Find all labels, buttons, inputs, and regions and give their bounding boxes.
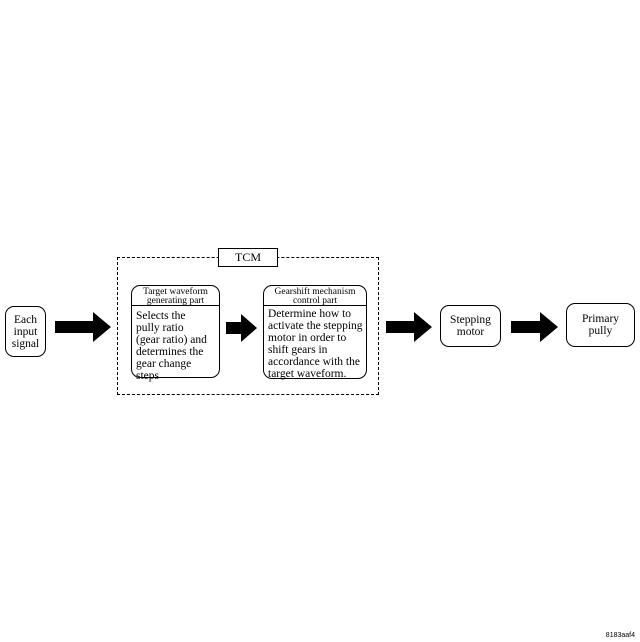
figure-code: 8183aaf4 <box>605 632 635 639</box>
input-signal-label: Each input signal <box>11 313 40 350</box>
tcm-label: TCM <box>218 248 278 267</box>
target-waveform-description: Selects the pully ratio (gear ratio) and… <box>136 310 207 382</box>
target-waveform-box: Target waveform generating part Selects … <box>131 285 220 382</box>
arrow-input-to-tcm <box>55 312 111 342</box>
arrow-tcm-to-stepping-motor <box>386 312 432 342</box>
arrow-waveform-to-gearshift <box>226 314 257 342</box>
gearshift-control-divider <box>264 305 366 306</box>
input-signal-box: Each input signal <box>5 306 46 357</box>
stepping-motor-label: Stepping motor <box>450 314 491 338</box>
primary-pully-box: Primary pully <box>566 303 635 347</box>
gearshift-control-title: Gearshift mechanism control part <box>274 287 356 306</box>
arrow-stepping-motor-to-primary-pully <box>511 312 558 342</box>
gearshift-control-description: Determine how to activate the stepping m… <box>268 308 363 380</box>
gearshift-control-box: Gearshift mechanism control part Determi… <box>263 285 367 380</box>
target-waveform-divider <box>132 305 219 306</box>
primary-pully-label: Primary pully <box>581 313 620 337</box>
target-waveform-title: Target waveform generating part <box>143 287 208 306</box>
stepping-motor-box: Stepping motor <box>440 305 501 347</box>
